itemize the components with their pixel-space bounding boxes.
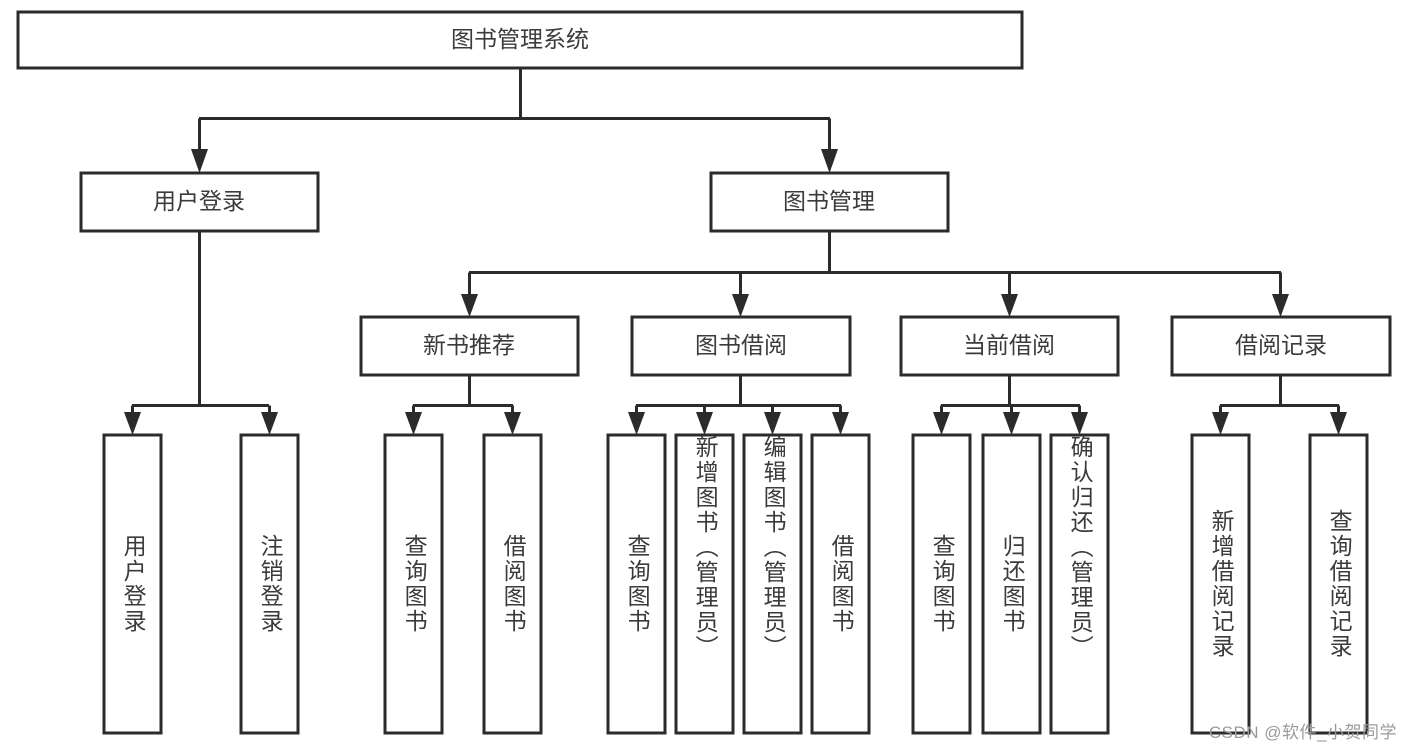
leaf-rect-12[interactable]: [1308, 433, 1369, 735]
node-borrow-record-rect: [1170, 315, 1392, 377]
edge-group-root: [191, 68, 838, 173]
arrow-head-leaf-rc-add: [1212, 412, 1229, 435]
arrow-head-leaf-br-query: [628, 412, 645, 435]
edge-group-current: [933, 375, 1088, 435]
node-book-borrow-rect: [630, 315, 852, 377]
arrow-head-leaf-nb-query: [405, 412, 422, 435]
arrow-head-book-manage: [821, 149, 838, 173]
arrow-head-leaf-cb-confirm: [1071, 412, 1088, 435]
node-book-manage-rect: [709, 171, 950, 233]
edge-group-borrow: [628, 375, 849, 435]
node-book-borrow-label: 图书借阅: [695, 332, 787, 358]
edge-group-book-manage: [461, 231, 1289, 317]
node-book-manage-label: 图书管理: [783, 188, 875, 214]
arrow-head-leaf-br-add: [696, 412, 713, 435]
arrow-head-user-login: [191, 149, 208, 173]
arrow-head-leaf-br-edit: [764, 412, 781, 435]
arrow-head-leaf-nb-borrow: [504, 412, 521, 435]
node-root[interactable]: 图书管理系统: [16, 10, 1024, 70]
arrow-head-leaf-logout: [261, 412, 278, 435]
node-current-borrow-rect: [899, 315, 1120, 377]
arrow-head-leaf-br-borrow: [832, 412, 849, 435]
node-new-book-recommend-label: 新书推荐: [423, 332, 515, 358]
leaf-rect-4[interactable]: [606, 433, 667, 735]
node-book-borrow[interactable]: 图书借阅: [630, 315, 852, 377]
edge-group-record: [1212, 375, 1347, 435]
node-current-borrow[interactable]: 当前借阅: [899, 315, 1120, 377]
node-borrow-record[interactable]: 借阅记录: [1170, 315, 1392, 377]
leaf-rect-9[interactable]: [981, 433, 1042, 735]
leaf-rect-11[interactable]: [1190, 433, 1251, 735]
watermark-text: CSDN @软件_小贺同学: [1208, 723, 1397, 742]
leaf-rect-2[interactable]: [383, 433, 444, 735]
leaf-rect-6[interactable]: [742, 433, 803, 735]
arrow-head-leaf-cb-query: [933, 412, 950, 435]
node-user-login-rect: [79, 171, 320, 233]
leaf-rect-5[interactable]: [674, 433, 735, 735]
leaf-rect-group: [102, 433, 1369, 735]
node-borrow-record-label: 借阅记录: [1235, 332, 1327, 358]
arrow-head-leaf-rc-query: [1330, 412, 1347, 435]
leaf-rect-3[interactable]: [482, 433, 543, 735]
node-new-book-recommend-rect: [359, 315, 580, 377]
node-book-manage[interactable]: 图书管理: [709, 171, 950, 233]
leaf-rect-1[interactable]: [239, 433, 300, 735]
node-new-book-recommend[interactable]: 新书推荐: [359, 315, 580, 377]
arrow-head-newbook: [461, 294, 478, 317]
leaf-rect-0[interactable]: [102, 433, 163, 735]
node-root-rect: [16, 10, 1024, 70]
node-current-borrow-label: 当前借阅: [963, 332, 1055, 358]
leaf-rect-7[interactable]: [810, 433, 871, 735]
arrow-head-leaf-cb-return: [1003, 412, 1020, 435]
arrow-head-record: [1272, 294, 1289, 317]
leaf-rect-10[interactable]: [1049, 433, 1110, 735]
arrow-head-leaf-user-login: [124, 412, 141, 435]
node-user-login[interactable]: 用户登录: [79, 171, 320, 233]
edge-group-newbook: [405, 375, 521, 435]
edge-group-user-login: [124, 231, 278, 435]
leaf-rect-8[interactable]: [911, 433, 972, 735]
node-root-label: 图书管理系统: [451, 26, 589, 52]
arrow-head-current: [1001, 294, 1018, 317]
node-user-login-label: 用户登录: [153, 188, 245, 214]
arrow-head-borrow: [732, 294, 749, 317]
